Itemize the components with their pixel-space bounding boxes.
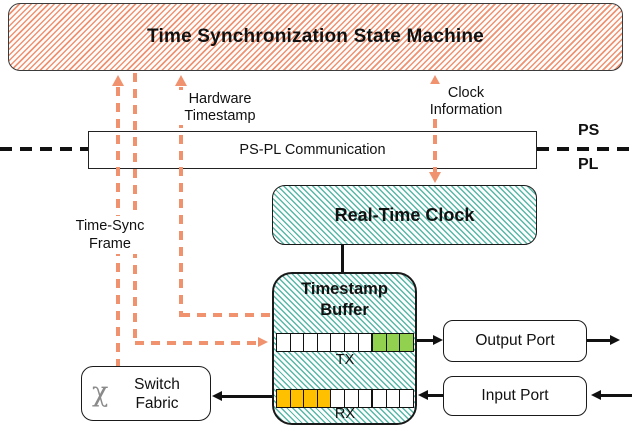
buffer-cell-empty bbox=[371, 390, 386, 407]
real-time-clock-title: Real-Time Clock bbox=[334, 204, 475, 225]
hardware-timestamp-label: Hardware Timestamp bbox=[168, 90, 272, 125]
tx-buffer-strip bbox=[276, 333, 414, 352]
state-machine-title: Time Synchronization State Machine bbox=[147, 26, 484, 47]
tx-label: TX bbox=[335, 352, 355, 368]
time-sync-up-arrowhead bbox=[112, 75, 124, 86]
clock-information-down-arrowhead bbox=[429, 172, 441, 183]
buffer-cell-empty bbox=[343, 334, 358, 351]
tx-to-output-arrowhead bbox=[433, 335, 443, 345]
buffer-cell-empty bbox=[330, 334, 344, 351]
tx-to-output-arrow bbox=[417, 339, 434, 343]
buffer-cell-empty bbox=[316, 334, 331, 351]
rtc-buffer-connector bbox=[341, 245, 344, 273]
buffer-cell-filled-yellow bbox=[303, 390, 317, 407]
clock-information-line bbox=[433, 87, 437, 172]
buffer-cell-empty bbox=[357, 390, 372, 407]
ingress-to-input-arrowhead bbox=[591, 390, 601, 400]
ps-pl-communication-box: PS-PL Communication bbox=[88, 131, 537, 169]
buffer-cell-empty bbox=[385, 390, 400, 407]
buffer-cell-filled-green bbox=[385, 334, 400, 351]
ps-pl-boundary-line-left bbox=[0, 147, 88, 151]
buffer-cell-empty bbox=[289, 334, 304, 351]
buffer-cell-empty bbox=[343, 390, 358, 407]
buffer-cell-empty bbox=[357, 334, 372, 351]
output-egress-arrowhead bbox=[610, 335, 620, 345]
ps-pl-boundary-line-right bbox=[537, 147, 633, 151]
clock-information-label: Clock Information bbox=[418, 84, 514, 119]
buffer-cell-empty bbox=[330, 390, 344, 407]
state-machine-box: Time Synchronization State Machine bbox=[8, 3, 623, 71]
buffer-cell-filled-yellow bbox=[289, 390, 304, 407]
rx-label: RX bbox=[334, 406, 356, 422]
buffer-cell-empty bbox=[399, 390, 413, 407]
hardware-timestamp-line-vertical bbox=[179, 87, 183, 317]
state-machine-to-tx-arrowhead bbox=[258, 337, 268, 347]
rx-to-switch-arrowhead bbox=[212, 391, 222, 401]
buffer-cell-filled-yellow bbox=[316, 390, 331, 407]
input-to-rx-arrowhead bbox=[418, 390, 428, 400]
timestamp-buffer-title: Timestamp Buffer bbox=[301, 280, 388, 319]
output-port-box: Output Port bbox=[443, 320, 587, 362]
time-sync-frame-label: Time-Sync Frame bbox=[58, 216, 162, 254]
hardware-timestamp-line-horizontal bbox=[181, 313, 272, 317]
ps-pl-communication-label: PS-PL Communication bbox=[239, 142, 386, 158]
input-to-rx-arrow bbox=[427, 394, 443, 398]
crossbar-switch-icon: χ bbox=[92, 377, 109, 408]
clock-information-up-arrowhead bbox=[429, 75, 441, 86]
buffer-cell-filled-green bbox=[399, 334, 413, 351]
rx-buffer-strip bbox=[276, 389, 414, 408]
output-egress-arrow bbox=[587, 339, 611, 343]
ps-label: PS bbox=[578, 122, 600, 139]
buffer-cell-empty bbox=[277, 334, 290, 351]
rx-to-switch-arrow bbox=[221, 395, 272, 399]
buffer-cell-empty bbox=[303, 334, 317, 351]
switch-fabric-box: χ Switch Fabric bbox=[81, 366, 211, 421]
hardware-timestamp-arrowhead bbox=[175, 75, 187, 86]
state-machine-to-tx-line-horizontal bbox=[135, 341, 259, 345]
buffer-cell-filled-green bbox=[371, 334, 386, 351]
pl-label: PL bbox=[578, 156, 599, 173]
input-port-box: Input Port bbox=[443, 376, 587, 416]
output-port-label: Output Port bbox=[475, 332, 555, 349]
real-time-clock-box: Real-Time Clock bbox=[272, 185, 537, 245]
switch-fabric-label: Switch Fabric bbox=[134, 375, 180, 412]
ingress-to-input-arrow bbox=[601, 394, 632, 398]
state-machine-to-tx-line-vertical bbox=[133, 73, 137, 343]
input-port-label: Input Port bbox=[481, 387, 549, 404]
buffer-cell-filled-yellow bbox=[277, 390, 290, 407]
